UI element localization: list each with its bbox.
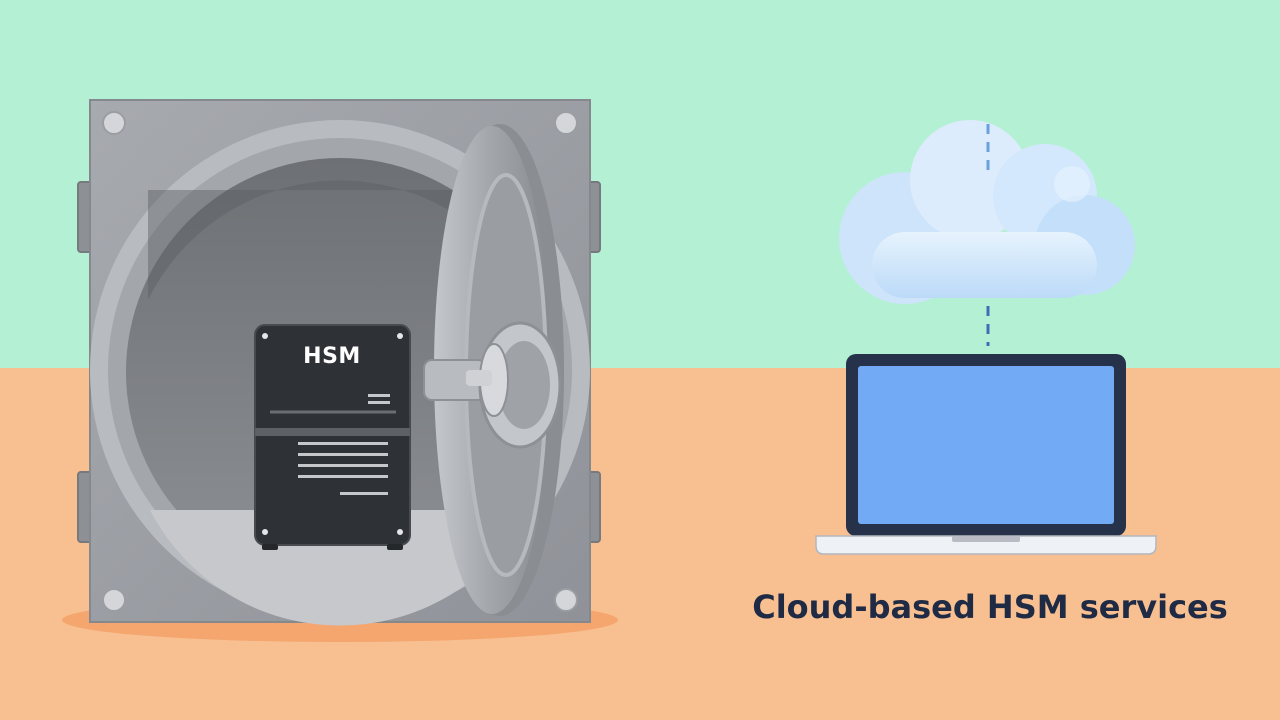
- caption-text: Cloud-based HSM services: [752, 588, 1228, 626]
- laptop-icon: [815, 354, 1157, 555]
- cloud-icon: [839, 120, 1135, 346]
- hsm-label: HSM: [303, 344, 361, 369]
- hsm-server-icon: [254, 324, 411, 550]
